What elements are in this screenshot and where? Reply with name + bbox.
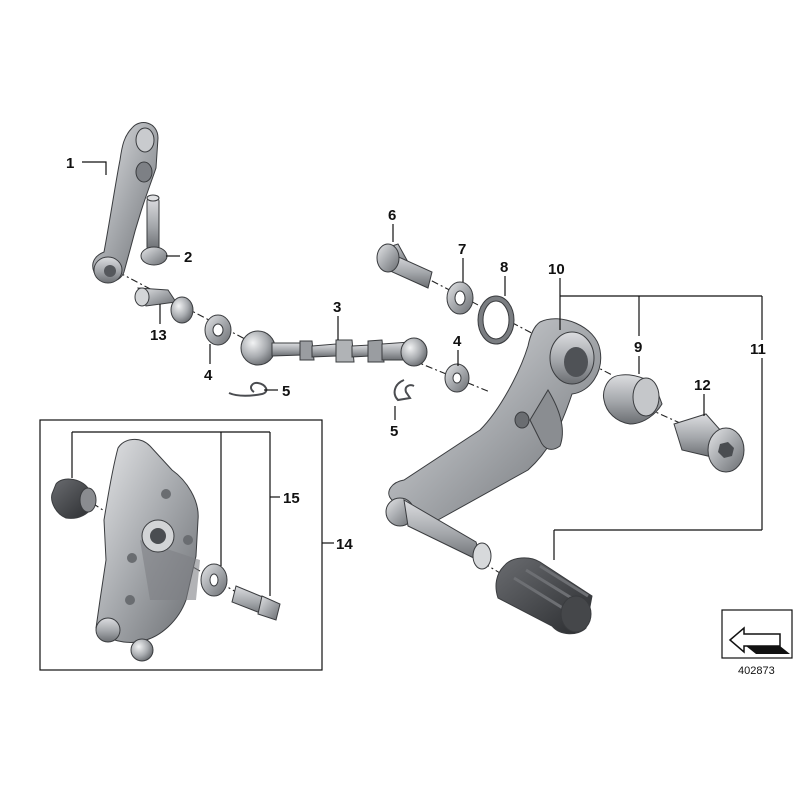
part-13-bush	[134, 287, 194, 324]
callout-9: 9	[634, 339, 642, 356]
part-5-circlip-right	[393, 379, 415, 402]
callout-10: 10	[548, 261, 565, 278]
reference-number: 402873	[738, 665, 775, 677]
callout-2: 2	[184, 249, 192, 266]
part-4-washer-right	[444, 363, 470, 393]
callout-7: 7	[458, 241, 466, 258]
part-3-shift-rod	[240, 330, 428, 367]
part-5-circlip-left	[228, 381, 268, 397]
kit-14-frame	[39, 419, 323, 671]
part-4-washer-left	[204, 314, 232, 346]
callout-4-right: 4	[453, 333, 462, 350]
base-plate-icon	[746, 646, 790, 654]
leader-lines	[71, 161, 763, 596]
callout-12: 12	[694, 377, 711, 394]
part-2-bolt	[140, 194, 168, 266]
callout-labels: 1 2 3 4 4 5 5 6 7 8 9 10 11 12 13 14 15	[66, 155, 766, 553]
callout-13: 13	[150, 327, 167, 344]
part-15-bolt	[231, 585, 281, 621]
part-8-seal-ring	[477, 295, 515, 345]
part-1-lever	[92, 122, 159, 284]
part-9-bearing-bush	[603, 374, 663, 425]
callout-15: 15	[283, 490, 300, 507]
callout-11: 11	[750, 341, 766, 358]
part-12-shoulder-bolt	[673, 413, 745, 473]
part-7-washer	[446, 281, 474, 315]
part-6-pivot-bolt	[376, 243, 433, 289]
reference-icon-box: 402873	[721, 609, 793, 677]
part-15-knurled-nut	[51, 478, 97, 519]
callout-14: 14	[336, 536, 353, 553]
part-15-washer	[200, 563, 228, 597]
callout-8: 8	[500, 259, 508, 276]
callout-5-left: 5	[282, 383, 290, 400]
part-14-gear-housing	[95, 439, 200, 662]
callout-6: 6	[388, 207, 396, 224]
callout-3: 3	[333, 299, 341, 316]
callout-5-right: 5	[390, 423, 398, 440]
pedal-rubber	[495, 557, 593, 635]
callout-1: 1	[66, 155, 74, 172]
part-10-pedal-arm	[385, 318, 602, 570]
callout-4-left: 4	[204, 367, 213, 384]
